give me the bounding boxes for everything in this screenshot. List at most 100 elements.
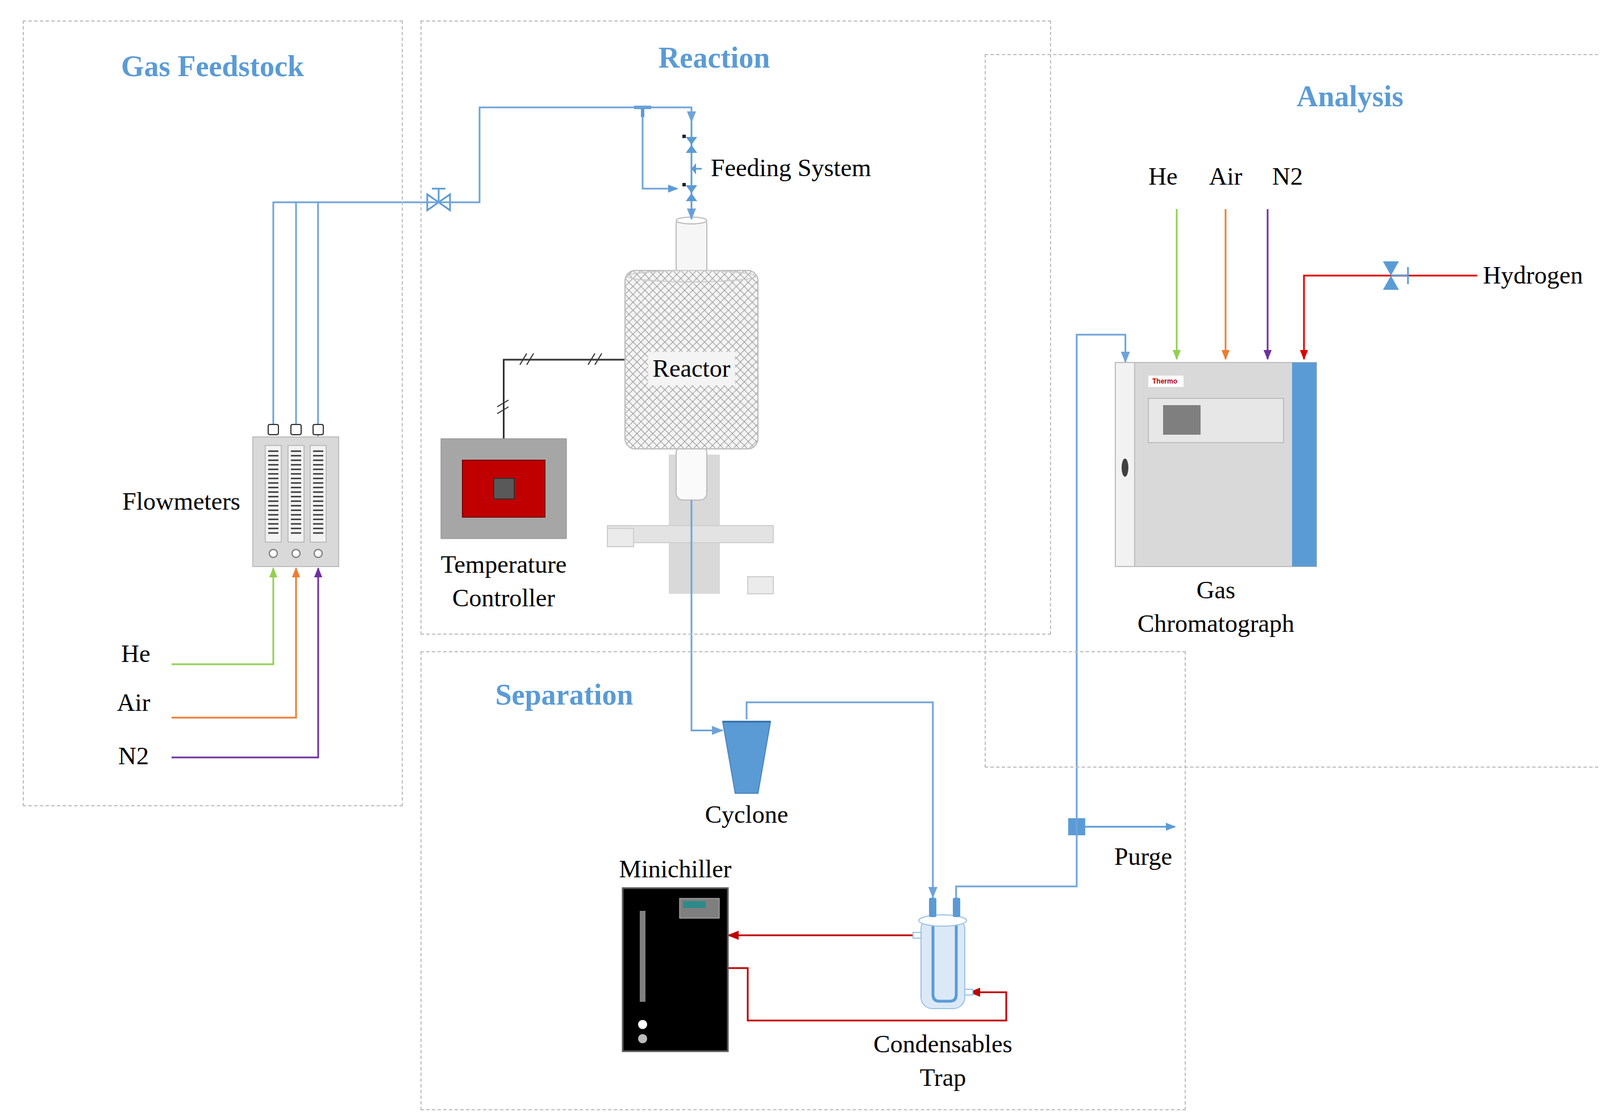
flowmeter-bank-shape — [290, 486, 302, 489]
gas-chromatograph-shape — [1148, 375, 1184, 387]
flowmeter-bank-shape — [290, 514, 302, 516]
gas-chromatograph-shape — [1115, 362, 1317, 567]
flowmeter-bank-shape — [268, 477, 279, 480]
flowmeter-bank-shape — [290, 424, 302, 435]
equipment-label: Feeding System — [710, 151, 872, 185]
gc-gas-line — [1303, 275, 1478, 360]
minichiller-unit-shape — [638, 1034, 648, 1044]
flowmeter-bank-shape — [268, 486, 279, 489]
flowmeter-bank-shape — [268, 532, 279, 535]
feeding-valve-assembly-shape — [682, 134, 686, 139]
flowmeter-bank-shape — [290, 468, 302, 471]
gas-label: He — [1148, 161, 1178, 193]
feeding-valve-assembly-shape — [685, 193, 698, 202]
flowmeter-bank-shape — [268, 459, 279, 462]
flowmeter-bank-shape — [252, 436, 339, 567]
feeding-valve-assembly-shape — [685, 136, 698, 145]
tee-fitting — [634, 107, 652, 118]
cyclone-separator-picture — [722, 719, 771, 794]
flowmeter-bank-picture — [252, 436, 339, 567]
feeding-valve-assembly: Feeding System — [678, 122, 704, 215]
flow-connector — [690, 214, 693, 220]
gas-label: N2 — [118, 741, 149, 772]
region-title: Gas Feedstock — [121, 46, 304, 87]
minichiller-unit-shape — [638, 1019, 648, 1029]
manifold-pipe — [295, 202, 298, 428]
maker-logo: Thermo — [1152, 377, 1178, 386]
temperature-controller-shape — [440, 438, 567, 539]
feeding-valve-assembly-shape — [682, 122, 702, 215]
cyclone-separator: Cyclone — [722, 719, 771, 794]
flowmeter-bank-shape — [268, 482, 279, 485]
equipment-label: Condensables Trap — [857, 1027, 1029, 1095]
reactor-stand — [747, 576, 774, 594]
temperature-controller-picture — [440, 438, 567, 539]
manifold-pipe — [642, 107, 678, 189]
region-title: Analysis — [1296, 76, 1404, 117]
purge-outlet — [1085, 826, 1175, 828]
shutoff-valve — [431, 188, 446, 203]
flowmeter-bank-shape — [313, 459, 324, 462]
flowmeter-bank-shape — [268, 523, 279, 525]
minichiller-unit-shape — [682, 901, 706, 908]
gas-chromatograph-picture — [1115, 362, 1317, 567]
flowmeter-bank-shape — [268, 514, 279, 516]
condensables-trap-shape — [964, 989, 973, 995]
gas-label: Air — [117, 688, 151, 719]
minichiller-unit-shape — [622, 888, 728, 1052]
flowmeter-bank-shape — [268, 455, 279, 457]
flowmeter-bank: Flowmeters — [252, 436, 339, 567]
gc-gas-line — [1225, 209, 1227, 360]
flowmeter-bank-shape — [313, 523, 324, 525]
cyclone-separator-shape — [722, 721, 771, 794]
flowmeter-bank-shape — [268, 500, 279, 503]
flowmeter-bank-shape — [314, 549, 323, 558]
reactor-stand — [607, 528, 634, 547]
gas-label: He — [121, 639, 150, 670]
hydrogen-valve — [1382, 261, 1408, 290]
gas-supply-line — [171, 568, 297, 718]
equipment-label: Reactor — [648, 351, 736, 386]
flowmeter-bank-shape — [313, 500, 324, 503]
flowmeter-bank-shape — [313, 514, 324, 516]
manifold-pipe — [273, 202, 319, 428]
minichiller-unit-shape — [679, 898, 720, 919]
temperature-controller-shape — [462, 460, 545, 518]
gas-label: Purge — [1114, 842, 1173, 873]
flow-connector — [503, 359, 626, 439]
flowmeter-bank-shape — [313, 518, 324, 521]
condensables-trap-shape — [913, 897, 973, 1009]
region-title: Separation — [495, 675, 634, 715]
flowmeter-bank-shape — [290, 459, 302, 462]
flowmeter-bank-shape — [290, 527, 302, 530]
flowmeter-bank-shape — [313, 464, 324, 466]
gas-label: Air — [1209, 161, 1243, 193]
reactor-furnace-shape — [625, 270, 758, 449]
region-title: Reaction — [658, 38, 770, 78]
flowmeter-bank-shape — [290, 491, 302, 494]
flowmeter-bank-shape — [252, 424, 339, 567]
equipment-label: Flowmeters — [122, 484, 241, 519]
region-panel: Gas FeedstockFlowmeters — [22, 20, 403, 807]
reactor-tube — [676, 446, 707, 500]
gas-supply-line — [171, 568, 319, 758]
flowmeter-bank-shape — [313, 455, 324, 457]
tee-fitting — [634, 107, 652, 118]
flowmeter-bank-shape — [313, 527, 324, 530]
temperature-controller-shape — [440, 438, 567, 539]
signal-hash-mark — [497, 353, 602, 414]
reactor-furnace: Reactor — [625, 270, 758, 449]
flowmeter-bank-shape — [290, 482, 302, 485]
gas-label: N2 — [1272, 161, 1303, 193]
flowmeter-bank-shape — [290, 496, 302, 498]
gas-chromatograph-shape — [1121, 458, 1129, 477]
flowmeter-bank-shape — [290, 473, 302, 475]
flowmeter-bank-shape — [268, 464, 279, 466]
flow-connector — [746, 702, 933, 898]
condensables-trap-shape — [952, 897, 961, 918]
minichiller-unit: Minichiller — [622, 888, 728, 1052]
flowmeter-bank-shape — [313, 477, 324, 480]
flowmeter-bank-shape — [268, 527, 279, 530]
